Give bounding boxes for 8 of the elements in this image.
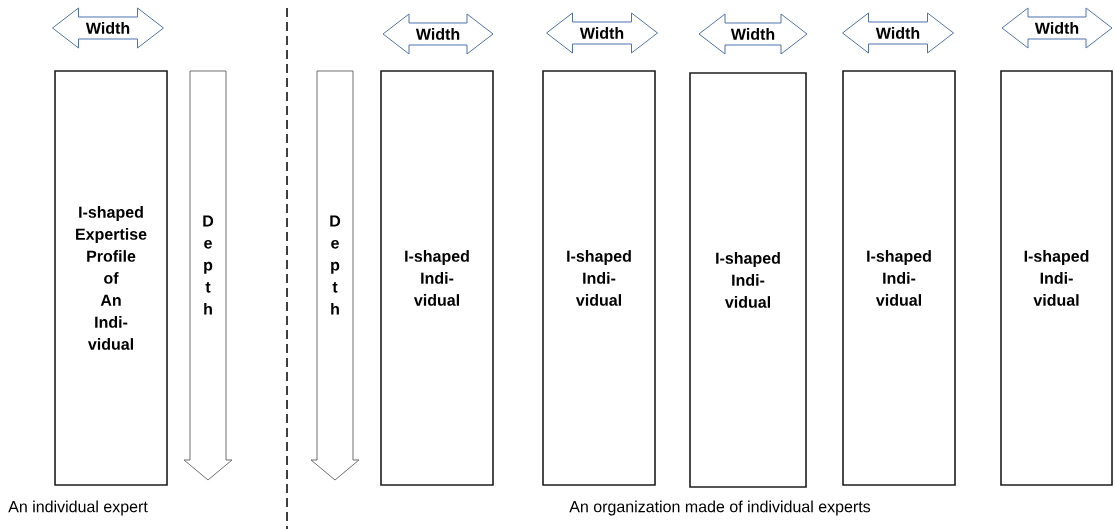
caption-label: An individual expert <box>8 500 148 516</box>
profile-box: I-shaped Indi- vidual <box>542 70 656 486</box>
profile-box: I-shaped Indi- vidual <box>842 70 956 486</box>
profile-box: I-shaped Indi- vidual <box>380 70 494 486</box>
profile-box: I-shaped Expertise Profile of An Indi- vidual <box>54 70 168 486</box>
caption-label: An organization made of individual experts <box>569 500 871 516</box>
profile-box: I-shaped Indi- vidual <box>1000 70 1113 486</box>
profile-box: I-shaped Indi- vidual <box>689 72 807 488</box>
